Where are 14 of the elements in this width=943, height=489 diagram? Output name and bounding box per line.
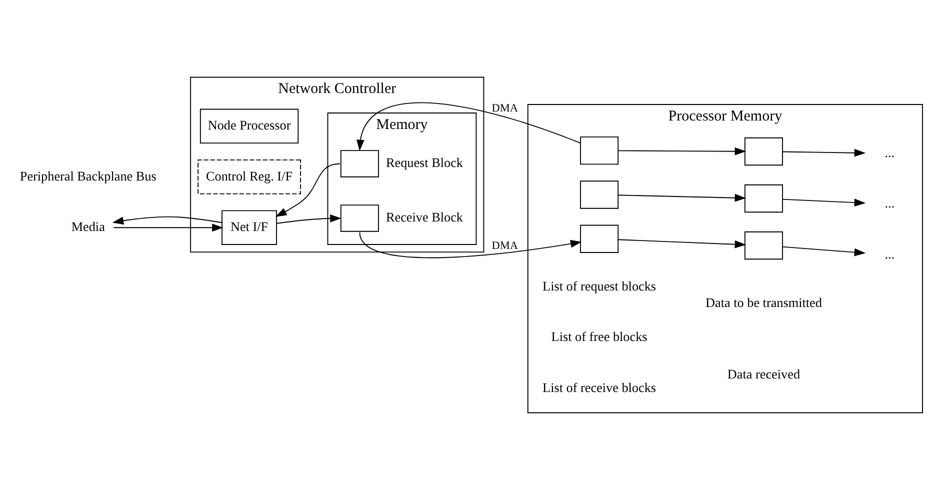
node-label: Request Block <box>386 154 464 170</box>
label: Data received <box>727 366 800 382</box>
label: List of request blocks <box>542 278 656 293</box>
node-text: ... <box>884 144 895 160</box>
node-text: ... <box>884 195 895 210</box>
edge-label: DMA <box>492 102 518 114</box>
label: List of free blocks <box>551 328 648 344</box>
label: Peripheral Backplane Bus <box>20 168 156 183</box>
node-text: Media <box>71 218 105 234</box>
label: List of receive blocks <box>542 379 656 394</box>
label: Data to be transmitted <box>706 294 822 310</box>
edge-label: DMA <box>492 239 518 252</box>
node-text: ... <box>884 246 895 261</box>
node-label: Receive Block <box>386 209 463 224</box>
